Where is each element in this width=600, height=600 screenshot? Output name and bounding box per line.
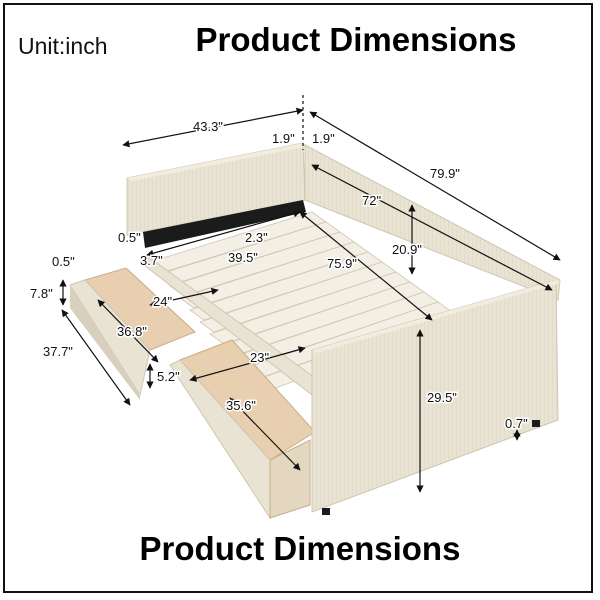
dim-panel-right: 1.9"	[312, 131, 335, 146]
leg-right	[532, 420, 540, 427]
leg-front	[322, 508, 330, 515]
dim-total-height: 29.5"	[427, 390, 457, 405]
dim-drawer-inner-width: 24"	[153, 294, 172, 309]
footer-title: Product Dimensions	[139, 530, 461, 567]
dim-total-length: 79.9"	[430, 166, 460, 181]
dim-drawer2-width: 23"	[250, 350, 269, 365]
dim-slat-gap: 2.3"	[245, 230, 268, 245]
front-panel	[311, 279, 560, 513]
dim-panel-left: 1.9"	[272, 131, 295, 146]
dim-drawer-outer-length: 37.7"	[43, 344, 73, 359]
dim-drawer-depth: 5.2"	[157, 369, 180, 384]
dim-back-width: 43.3"	[193, 119, 223, 134]
dim-inner-length: 72"	[362, 193, 381, 208]
unit-label: Unit:inch	[18, 33, 108, 59]
dim-diag-length: 75.9"	[327, 256, 357, 271]
dim-drawer-edge: 0.5"	[52, 254, 75, 269]
dim-top-rail: 0.5"	[118, 230, 141, 245]
dim-slat-left: 3.7"	[140, 253, 163, 268]
page-title: Product Dimensions	[195, 21, 517, 58]
dim-drawer2-length: 35.6"	[226, 398, 256, 413]
dim-inner-width: 39.5"	[228, 250, 258, 265]
dim-back-height: 20.9"	[392, 242, 422, 257]
dim-drawer-inner-length: 36.8"	[117, 324, 147, 339]
dim-leg-height: 0.7"	[505, 416, 528, 431]
dim-drawer-height: 7.8"	[30, 286, 53, 301]
